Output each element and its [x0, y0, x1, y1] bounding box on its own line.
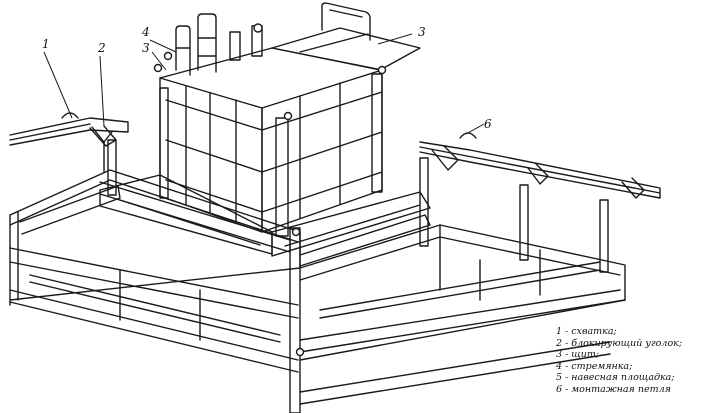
callout-6: 6 [484, 117, 492, 131]
posts [107, 73, 609, 413]
callout-1: 1 [42, 37, 50, 51]
legend-item: 1 - схватка; [556, 326, 617, 337]
legend-item: 5 - навесная площадка; [556, 372, 675, 384]
clamp-right [419, 132, 661, 199]
legend-item: 6 - монтажная петля [556, 383, 671, 395]
legend-item: 2 - блокирующий уголок; [556, 337, 683, 349]
walkway-left [19, 181, 291, 343]
callout-4: 4 [141, 25, 150, 39]
callout-3-left: 3 [142, 41, 150, 55]
callout-3-right: 3 [418, 25, 426, 39]
legend-item: 4 - стремянка; [556, 360, 633, 372]
bolts [153, 23, 387, 357]
legend: 1 - схватка; 2 - блокирующий уголок; 3 -… [556, 326, 712, 396]
clamp-left [9, 112, 129, 147]
blocking-angle [91, 126, 113, 173]
ladders [175, 13, 263, 76]
base-frame [99, 174, 431, 257]
platform-front-left [9, 169, 301, 373]
callout-2: 2 [97, 41, 106, 55]
formwork-box [159, 47, 383, 233]
top-shield [271, 2, 421, 71]
legend-item: 3 - щит; [556, 349, 600, 361]
platform-right [299, 224, 626, 405]
